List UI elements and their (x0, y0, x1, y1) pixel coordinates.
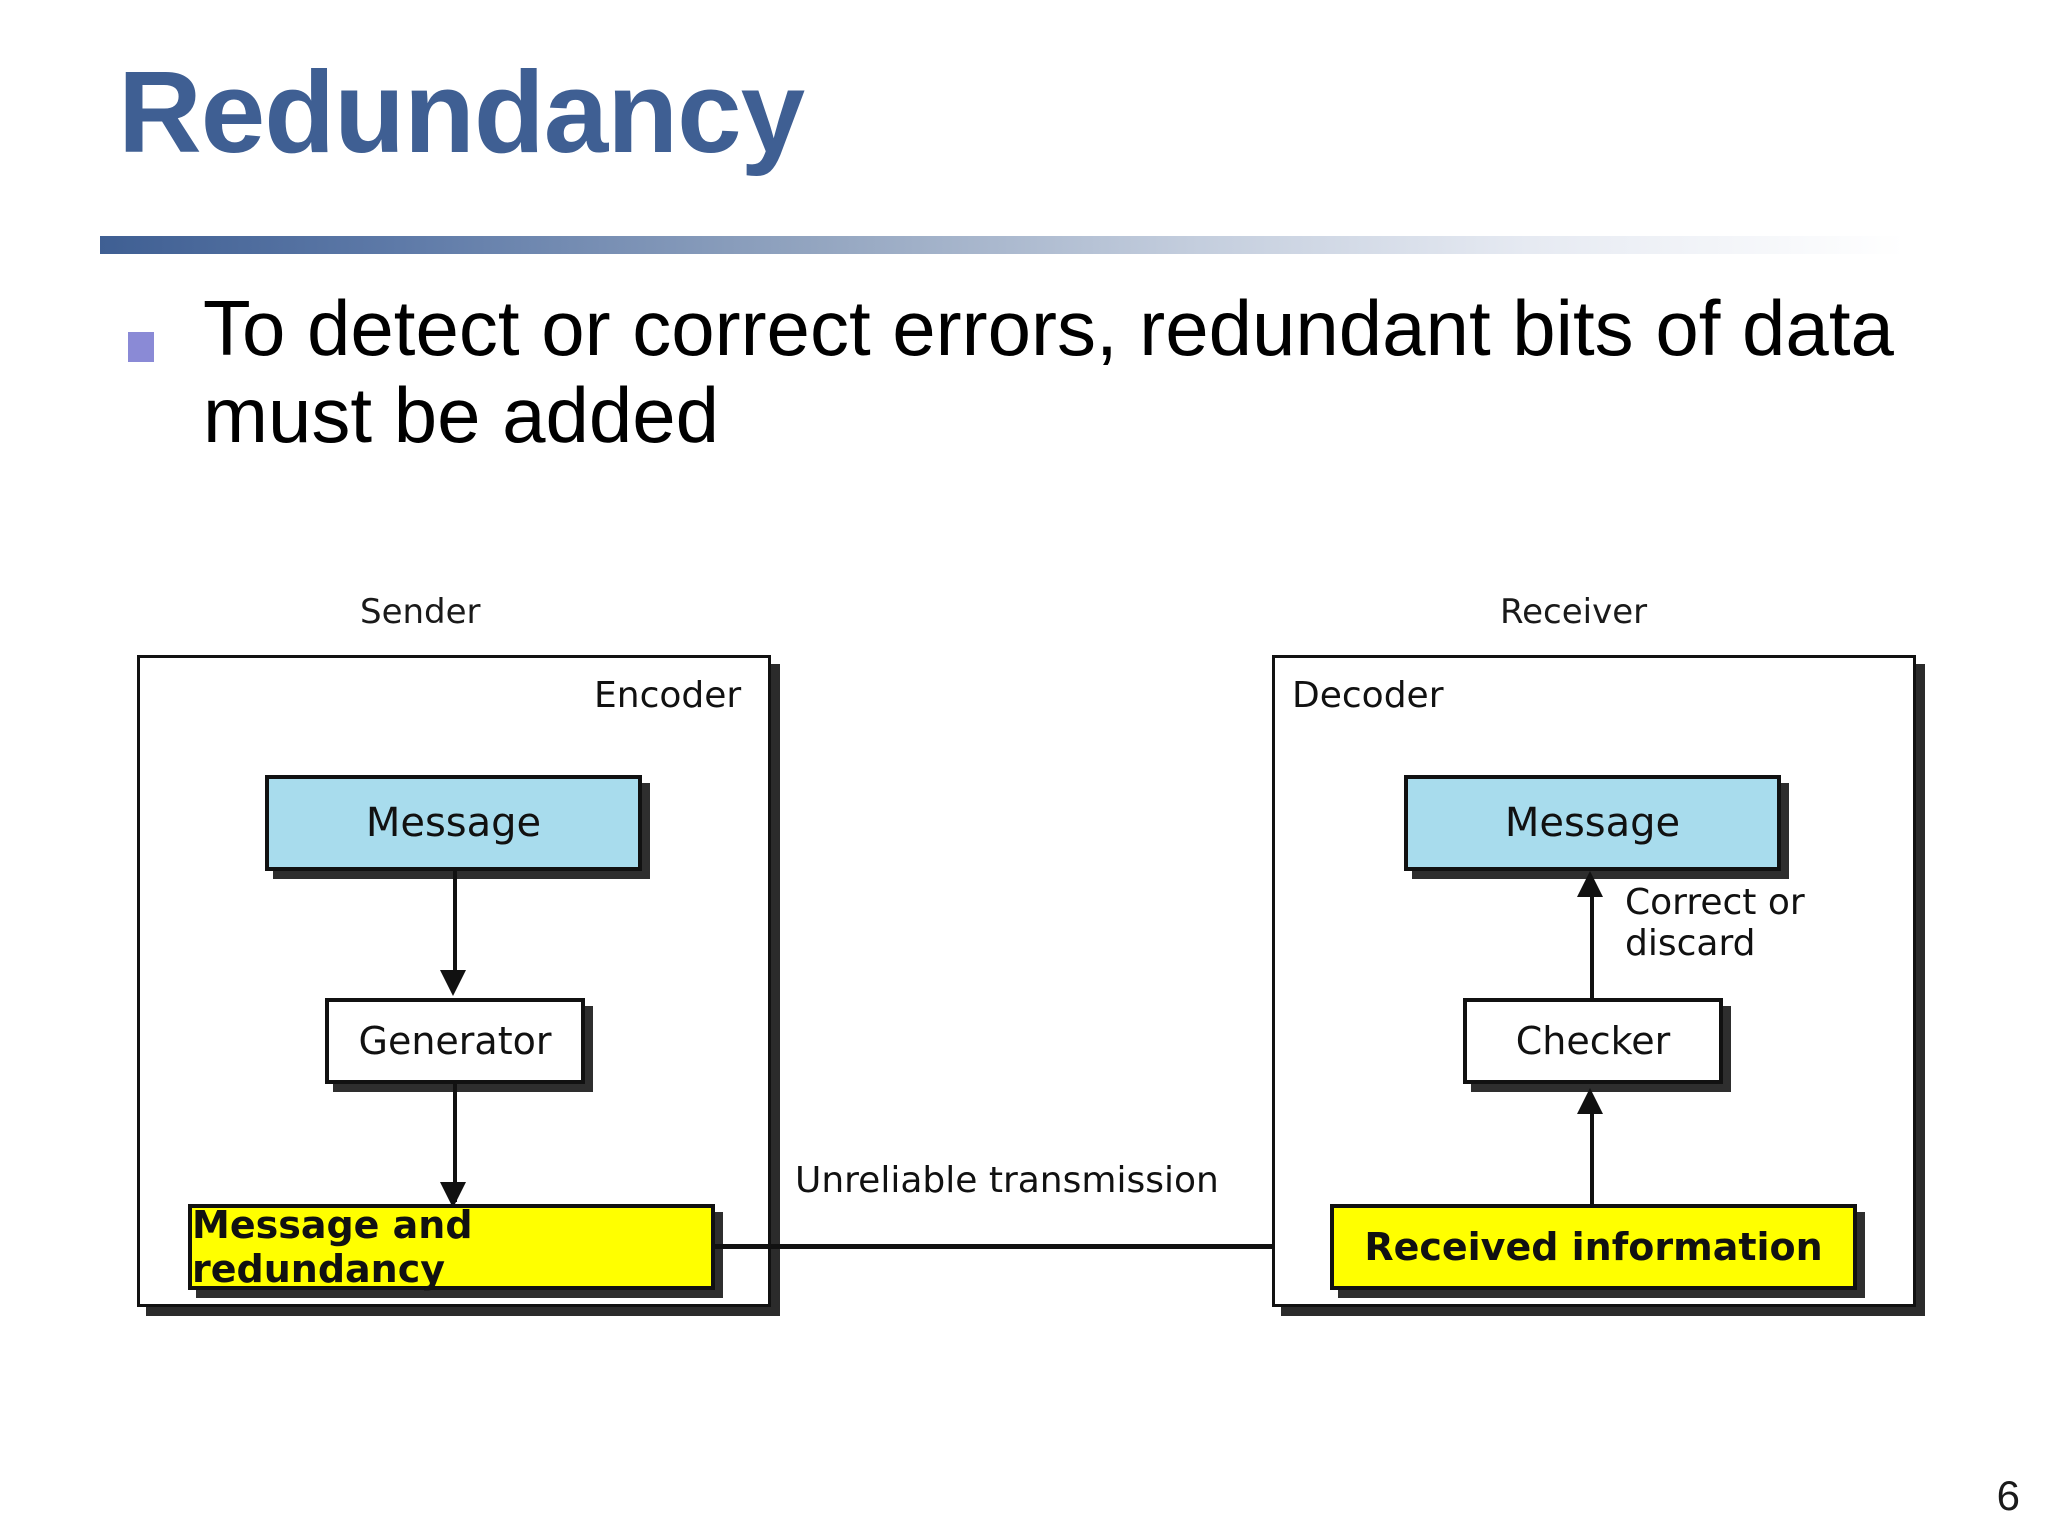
receiver-arrowhead-input-to-checker (1577, 1088, 1603, 1114)
receiver-message-node: Message (1404, 775, 1781, 871)
channel-edge-line (715, 1244, 1305, 1249)
receiver-edge-checker-to-message (1590, 892, 1594, 998)
sender-edge-generator-to-output (453, 1084, 457, 1202)
receiver-arrowhead-checker-to-message (1577, 871, 1603, 897)
page-title: Redundancy (118, 47, 805, 177)
correct-or-discard-label: Correct or discard (1625, 882, 1805, 965)
page-number: 6 (1996, 1472, 2020, 1519)
sender-message-node: Message (265, 775, 642, 871)
sender-message-label: Message (365, 800, 542, 846)
receiver-checker-label: Checker (1515, 1019, 1671, 1063)
message-and-redundancy-node: Message and redundancy (188, 1203, 715, 1291)
sender-generator-label: Generator (358, 1019, 552, 1063)
encoder-label: Encoder (594, 675, 742, 716)
received-information-node: Received information (1330, 1204, 1857, 1290)
unreliable-transmission-label: Unreliable transmission (795, 1160, 1219, 1201)
receiver-checker-node: Checker (1463, 998, 1723, 1084)
redundancy-diagram: Sender Encoder Message Generator Message… (0, 560, 2048, 1380)
sender-generator-node: Generator (325, 998, 585, 1084)
bullet-item-text: To detect or correct errors, redundant b… (203, 284, 1894, 460)
message-and-redundancy-label: Message and redundancy (192, 1203, 473, 1291)
title-divider-rule (100, 236, 1980, 254)
sender-arrowhead-message-to-generator (440, 970, 466, 996)
receiver-edge-input-to-checker (1590, 1108, 1594, 1204)
decoder-label: Decoder (1292, 675, 1444, 716)
sender-edge-message-to-generator (453, 871, 457, 981)
receiver-message-label: Message (1504, 800, 1681, 846)
receiver-caption: Receiver (1500, 592, 1648, 632)
received-information-label: Received information (1364, 1225, 1823, 1269)
sender-caption: Sender (360, 592, 481, 632)
square-bullet-icon (128, 332, 154, 362)
sender-arrowhead-generator-to-output (440, 1182, 466, 1208)
receiver-box (1272, 655, 1916, 1307)
